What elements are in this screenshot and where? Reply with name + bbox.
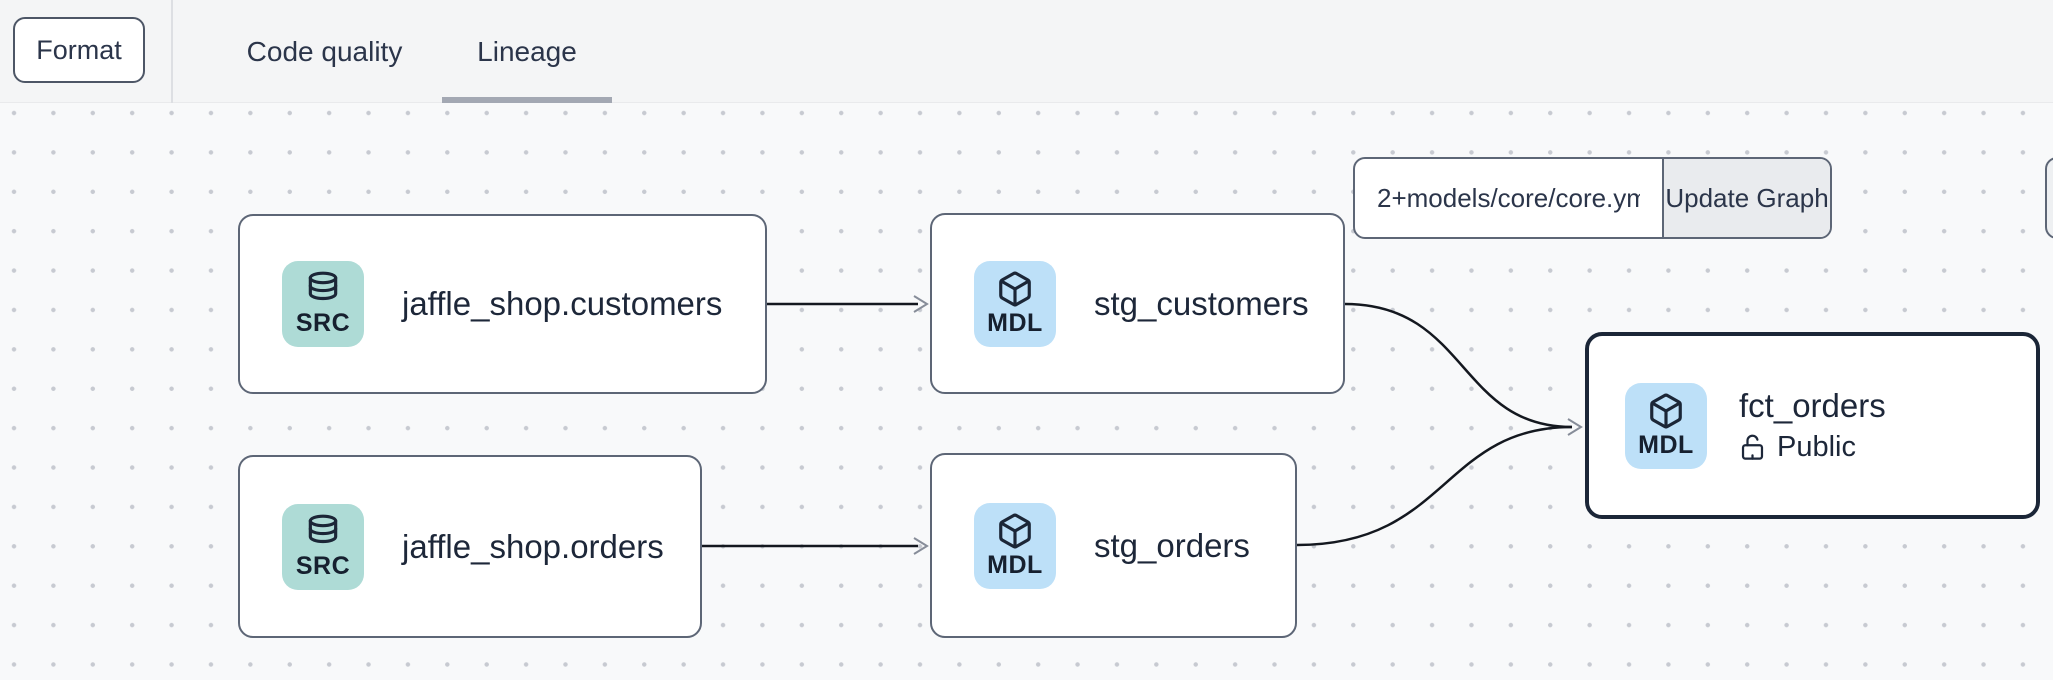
edge-arrowhead	[913, 295, 929, 313]
badge-type-label: MDL	[987, 308, 1043, 337]
lock-open-icon	[1741, 434, 1764, 460]
model-badge: MDL	[974, 502, 1056, 589]
database-icon	[308, 271, 338, 301]
edge-arrowhead	[913, 537, 929, 555]
badge-type-label: SRC	[295, 551, 351, 580]
node-text-column: fct_orders Public	[1739, 387, 1886, 464]
edge-stgorders-to-fct	[1296, 425, 1573, 547]
source-badge: SRC	[282, 503, 364, 590]
database-icon	[308, 514, 338, 543]
source-badge: SRC	[282, 261, 364, 347]
node-stg-customers[interactable]: MDL stg_customers	[930, 213, 1345, 394]
tab-code-quality-label: Code quality	[246, 35, 403, 67]
edge-arrowhead	[1567, 418, 1583, 436]
lineage-edges	[702, 295, 1583, 555]
lineage-canvas[interactable]: SRC jaffle_shop.customers MDL stg_custom…	[0, 103, 2053, 680]
tab-lineage[interactable]: Lineage	[442, 0, 612, 103]
tab-code-quality[interactable]: Code quality	[222, 0, 427, 103]
node-jaffle-shop-orders[interactable]: SRC jaffle_shop.orders	[238, 455, 702, 638]
badge-type-label: MDL	[987, 550, 1043, 579]
graph-selector-group: Update Graph	[1353, 157, 1832, 239]
node-label: stg_customers	[1094, 284, 1309, 322]
model-selector-input[interactable]	[1355, 159, 1662, 237]
access-label: Public	[1777, 431, 1856, 463]
update-graph-button[interactable]: Update Graph	[1662, 159, 1830, 237]
cube-icon	[999, 513, 1031, 549]
clipped-control-partial[interactable]	[2045, 157, 2053, 239]
tab-lineage-label: Lineage	[477, 35, 577, 67]
node-label: stg_orders	[1094, 526, 1250, 564]
edge-stgcustomers-to-fct	[1344, 302, 1573, 429]
node-label: jaffle_shop.orders	[402, 527, 664, 565]
model-badge: MDL	[974, 260, 1056, 347]
node-label: jaffle_shop.customers	[402, 285, 723, 322]
node-jaffle-shop-customers[interactable]: SRC jaffle_shop.customers	[238, 214, 767, 394]
toolbar: Format Code quality Lineage	[0, 0, 2053, 103]
badge-type-label: MDL	[1638, 430, 1694, 459]
format-button[interactable]: Format	[13, 17, 145, 83]
cube-icon	[999, 271, 1031, 307]
node-fct-orders[interactable]: MDL fct_orders Public	[1585, 332, 2040, 519]
cube-icon	[1650, 393, 1682, 429]
toolbar-divider	[171, 0, 173, 103]
active-tab-underline	[442, 97, 612, 103]
badge-type-label: SRC	[295, 309, 351, 337]
node-stg-orders[interactable]: MDL stg_orders	[930, 453, 1297, 638]
model-badge: MDL	[1625, 382, 1707, 469]
access-row: Public	[1739, 431, 1886, 464]
node-label: fct_orders	[1739, 387, 1886, 424]
